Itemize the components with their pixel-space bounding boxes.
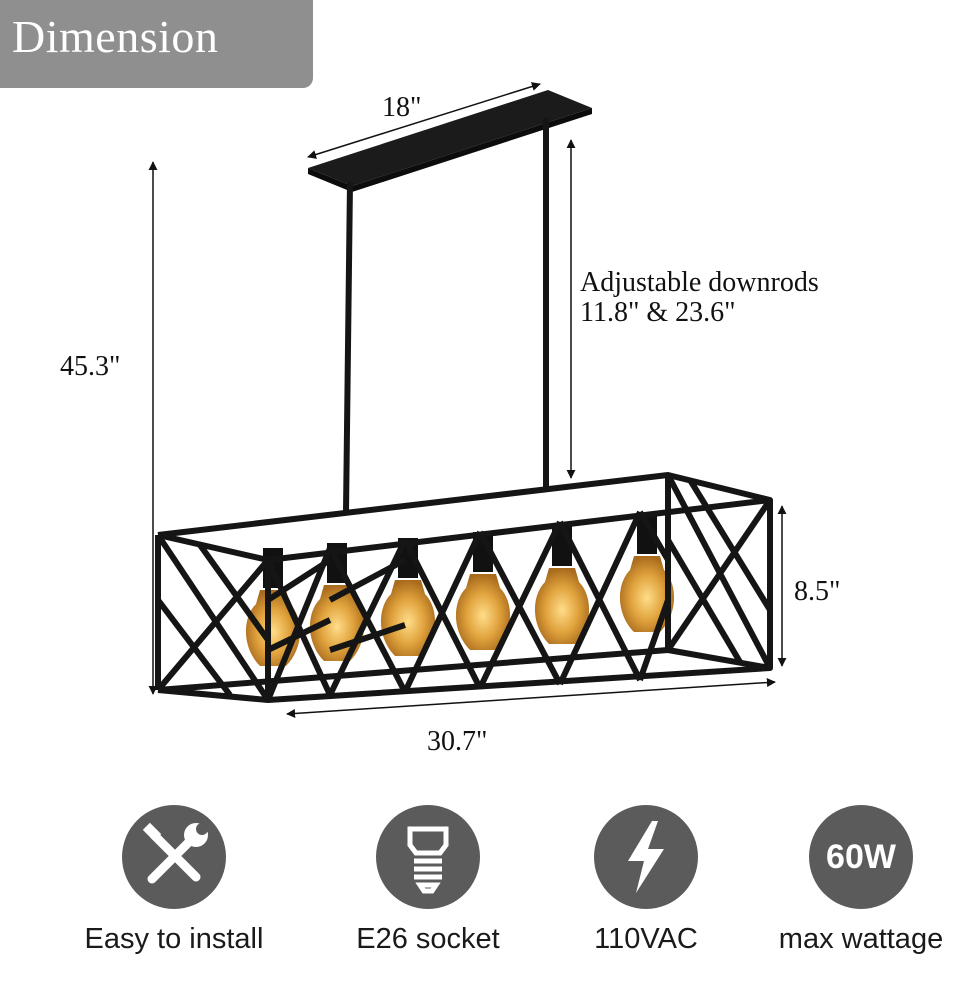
canopy-width-label: 18" <box>382 92 422 123</box>
canopy-plate <box>308 90 592 192</box>
feature-voltage: 110VAC <box>536 805 756 956</box>
feature-socket: E26 socket <box>318 805 538 956</box>
bulb-socket-icon <box>376 805 480 909</box>
page-title: Dimension <box>12 11 219 62</box>
feature-label: max wattage <box>778 923 944 955</box>
cage-length-label: 30.7" <box>427 726 488 757</box>
cage-height-label: 8.5" <box>794 576 841 607</box>
chandelier-illustration <box>148 82 787 718</box>
cage-frame <box>155 472 773 703</box>
feature-easy-install: Easy to install <box>64 805 284 956</box>
feature-wattage: 60W max wattage <box>751 805 957 956</box>
feature-label: Easy to install <box>84 923 264 955</box>
downrods-heading: Adjustable downrods <box>580 267 819 298</box>
wattage-badge-text: 60W <box>826 838 896 876</box>
downrods-values: 11.8" & 23.6" <box>580 297 736 328</box>
feature-label: E26 socket <box>356 923 500 955</box>
dimension-lines <box>148 82 787 718</box>
total-height-label: 45.3" <box>60 351 121 382</box>
lightning-icon <box>594 805 698 909</box>
wattage-badge-icon: 60W <box>809 805 913 909</box>
feature-label: 110VAC <box>594 923 698 955</box>
title-badge: Dimension <box>0 0 313 88</box>
tools-icon <box>122 805 226 909</box>
downrod-left <box>343 181 353 513</box>
downrods-note: Adjustable downrods 11.8" & 23.6" <box>580 268 819 328</box>
